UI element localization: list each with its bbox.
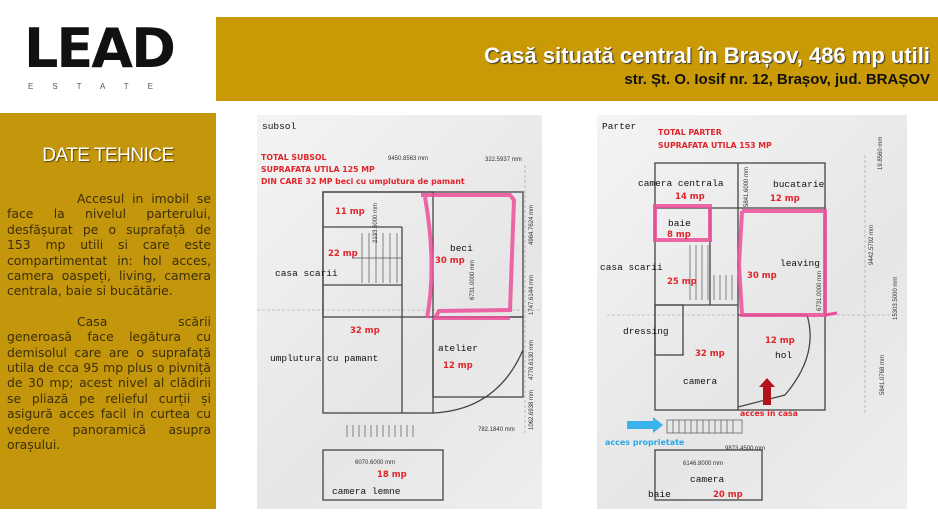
- lead-estate-logo: LEAD ESTATE: [24, 22, 199, 96]
- room-label: baie: [648, 489, 671, 500]
- dimension: 4778.6130 mm: [529, 340, 535, 380]
- dimension: 5841.0768 mm: [880, 355, 886, 395]
- room-label: camera: [683, 376, 718, 387]
- room-label: casa scarii: [600, 262, 663, 273]
- room-label: atelier: [438, 343, 478, 354]
- room-area: 18 mp: [377, 470, 407, 480]
- dimension: 322.5937 mm: [485, 157, 522, 163]
- room-area: 32 mp: [350, 326, 380, 336]
- dimension: 9873.4500 mm: [725, 446, 765, 452]
- access-property-label: acces proprietate: [605, 438, 685, 447]
- room-area: 11 mp: [335, 207, 365, 217]
- room-area: 25 mp: [667, 277, 697, 287]
- room-area: 14 mp: [675, 192, 705, 202]
- dimension: 19.8560 mm: [878, 137, 884, 170]
- panel-heading: DATE TEHNICE: [42, 145, 174, 166]
- paragraph-access: Accesul in imobil se face la nivelul par…: [7, 191, 211, 299]
- address: str. Șt. O. Iosif nr. 12, Brașov, jud. B…: [624, 71, 930, 88]
- total-line: TOTAL SUBSOL: [261, 153, 327, 162]
- floor-plan-parter: Parter TOTAL PARTER SUPRAFATA UTILA 153 …: [597, 115, 907, 509]
- dimension: 782.1840 mm: [478, 427, 515, 433]
- page-title: Casă situată central în Brașov, 486 mp u…: [484, 43, 930, 68]
- dimension: 5841.6000 mm: [744, 167, 750, 207]
- room-area: 8 mp: [667, 230, 691, 240]
- access-property-arrow-icon: [627, 417, 663, 433]
- total-line: DIN CARE 32 MP beci cu umplutura de pama…: [261, 177, 465, 186]
- total-line: SUPRAFATA UTILA 125 MP: [261, 165, 375, 174]
- dimension: 6731.0000 mm: [817, 271, 823, 311]
- room-label: camera: [690, 474, 725, 485]
- room-area: 20 mp: [713, 490, 743, 500]
- room-label: camera centrala: [638, 178, 724, 189]
- room-label: bucatarie: [773, 179, 825, 190]
- technical-data-panel: DATE TEHNICE Accesul in imobil se face l…: [0, 113, 216, 509]
- logo-word: LEAD: [24, 17, 176, 80]
- dimension: 6731.0000 mm: [470, 260, 476, 300]
- level-label: subsol: [262, 121, 297, 132]
- dimension: 15303.5000 mm: [893, 277, 899, 320]
- dimension: 6146.8000 mm: [683, 461, 723, 467]
- level-label: Parter: [602, 121, 636, 132]
- room-label: hol: [775, 350, 792, 361]
- panel-body: Accesul in imobil se face la nivelul par…: [7, 191, 211, 468]
- room-area: 12 mp: [443, 361, 473, 371]
- total-line: SUPRAFATA UTILA 153 MP: [658, 141, 772, 150]
- dimension: 1062.6938 mm: [529, 390, 535, 430]
- dimension: 6070.6000 mm: [355, 460, 395, 466]
- header-banner: Casă situată central în Brașov, 486 mp u…: [216, 17, 938, 101]
- room-area: 22 mp: [328, 249, 358, 259]
- dimension: 9442.5792 mm: [869, 225, 875, 265]
- dimension: 4964.7624 mm: [529, 205, 535, 245]
- room-area: 30 mp: [435, 256, 465, 266]
- access-house-label: acces in casa: [740, 409, 798, 418]
- logo-subtitle: ESTATE: [28, 82, 172, 91]
- room-label: camera lemne: [332, 486, 401, 497]
- room-label: casa scarii: [275, 268, 338, 279]
- room-label: beci: [450, 243, 473, 254]
- dimension: 1747.6144 mm: [529, 275, 535, 315]
- room-label: dressing: [623, 326, 669, 337]
- paragraph-stairs: Casa scării generoasă face legătura cu d…: [7, 313, 211, 453]
- room-label: baie: [668, 218, 691, 229]
- access-house-arrow-icon: [759, 378, 775, 405]
- dimension: 9450.8563 mm: [388, 156, 428, 162]
- room-area: 32 mp: [695, 349, 725, 359]
- dimension: 2133.6000 mm: [373, 203, 379, 243]
- room-area: 12 mp: [770, 194, 800, 204]
- room-label: leaving: [780, 258, 820, 269]
- room-area: 12 mp: [765, 336, 795, 346]
- total-line: TOTAL PARTER: [658, 128, 722, 137]
- floor-plan-subsol: subsol TOTAL SUBSOL SUPRAFATA UTILA 125 …: [257, 115, 542, 509]
- room-label: umplutura cu pamant: [270, 353, 378, 364]
- room-area: 30 mp: [747, 271, 777, 281]
